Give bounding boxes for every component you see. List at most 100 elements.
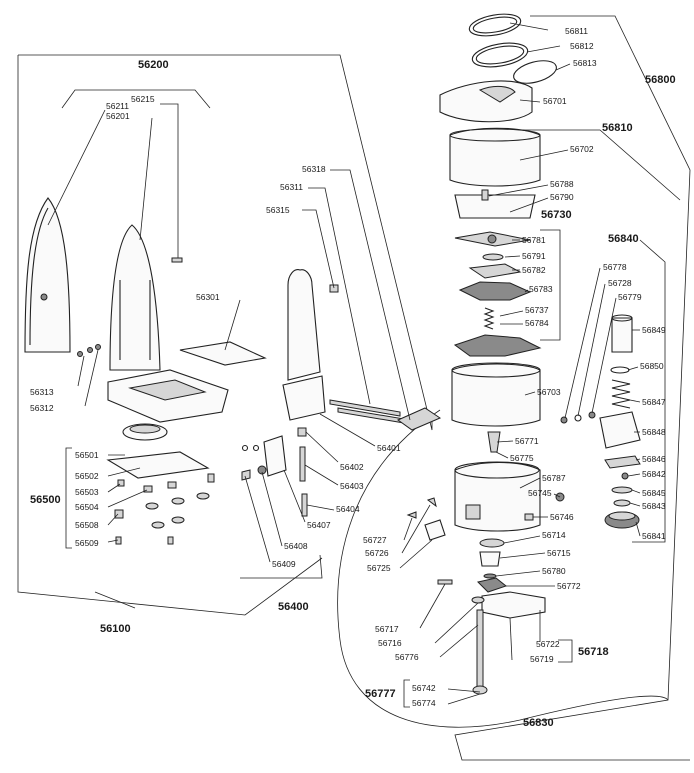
group-label-56730: 56730 (541, 209, 572, 221)
part-label-56845: 56845 (642, 488, 666, 498)
part-label-56788: 56788 (550, 179, 574, 189)
part-label-56315: 56315 (266, 205, 290, 215)
part-label-56841: 56841 (642, 531, 666, 541)
part-label-56725: 56725 (367, 563, 391, 573)
part-label-56813: 56813 (573, 58, 597, 68)
part-label-56501: 56501 (75, 450, 99, 460)
part-label-56776: 56776 (395, 652, 419, 662)
part-label-56211: 56211 (106, 101, 129, 111)
part-label-56779: 56779 (618, 292, 642, 302)
part-label-56401: 56401 (377, 443, 401, 453)
group-label-56100: 56100 (100, 623, 131, 635)
leader-lines (47, 22, 641, 705)
part-56776-rod (476, 609, 484, 691)
part-label-56746: 56746 (550, 512, 574, 522)
part-label-56201: 56201 (106, 111, 130, 121)
part-label-56318: 56318 (302, 164, 326, 174)
part-labels: 56811 56812 56813 56701 56702 56788 5679… (30, 26, 666, 708)
part-label-56402: 56402 (340, 462, 364, 472)
group-label-56810: 56810 (602, 122, 633, 134)
part-56772-gear (477, 577, 508, 593)
part-56812-seal (471, 42, 529, 68)
group-label-56200: 56200 (138, 59, 169, 71)
part-label-56408: 56408 (284, 541, 308, 551)
part-label-56509: 56509 (75, 538, 99, 548)
group-labels: 56200 56800 56810 56730 56840 56500 5610… (30, 59, 676, 729)
part-56813-disc (513, 60, 557, 84)
part-label-56742: 56742 (412, 683, 436, 693)
part-label-56775: 56775 (510, 453, 534, 463)
part-label-56722: 56722 (536, 639, 560, 649)
part-56811-ring (468, 13, 522, 37)
part-label-56846: 56846 (642, 454, 666, 464)
part-label-56784: 56784 (525, 318, 549, 328)
group-label-56777: 56777 (365, 688, 396, 700)
part-label-56790: 56790 (550, 192, 574, 202)
part-56783-cutter (458, 281, 532, 301)
part-label-56503: 56503 (75, 487, 99, 497)
group-label-56830: 56830 (523, 717, 554, 729)
part-label-56407: 56407 (307, 520, 331, 530)
group-label-56718: 56718 (578, 646, 609, 658)
part-label-56772: 56772 (557, 581, 581, 591)
part-label-56717: 56717 (375, 624, 399, 634)
part-label-56787: 56787 (542, 473, 566, 483)
part-label-56849: 56849 (642, 325, 666, 335)
part-56701-lid (439, 80, 533, 123)
part-56847-spring (611, 379, 631, 409)
part-label-56811: 56811 (565, 26, 588, 36)
part-label-56311: 56311 (280, 182, 303, 192)
part-label-56701: 56701 (543, 96, 567, 106)
part-label-56727: 56727 (363, 535, 387, 545)
part-label-56719: 56719 (530, 654, 554, 664)
part-label-56403: 56403 (340, 481, 364, 491)
part-56201-column (109, 224, 161, 371)
part-56737-spring (483, 307, 495, 330)
part-label-56780: 56780 (542, 566, 566, 576)
part-label-56778: 56778 (603, 262, 627, 272)
part-label-56703: 56703 (537, 387, 561, 397)
part-56211-shell (24, 197, 71, 353)
part-label-56850: 56850 (640, 361, 664, 371)
part-label-56715: 56715 (547, 548, 571, 558)
part-shapes (24, 13, 641, 695)
part-56849-cylinder (611, 317, 633, 353)
part-label-56848: 56848 (642, 427, 666, 437)
part-label-56301: 56301 (196, 292, 220, 302)
group-boundaries (17, 15, 691, 761)
group-label-56400: 56400 (278, 601, 309, 613)
part-label-56782: 56782 (522, 265, 546, 275)
part-label-56774: 56774 (412, 698, 436, 708)
part-label-56812: 56812 (570, 41, 594, 51)
part-56790-basket (454, 194, 536, 219)
part-label-56502: 56502 (75, 471, 99, 481)
group-label-56800: 56800 (645, 74, 676, 86)
part-56401-tower (287, 269, 321, 381)
group-label-56500: 56500 (30, 494, 61, 506)
part-label-56313: 56313 (30, 387, 54, 397)
part-label-56312: 56312 (30, 403, 54, 413)
part-label-56702: 56702 (570, 144, 594, 154)
part-label-56783: 56783 (529, 284, 553, 294)
part-label-56409: 56409 (272, 559, 296, 569)
part-label-56771: 56771 (515, 436, 539, 446)
part-label-56404: 56404 (336, 504, 360, 514)
part-56502-plate (106, 451, 210, 479)
part-label-56728: 56728 (608, 278, 632, 288)
part-label-56847: 56847 (642, 397, 666, 407)
part-label-56508: 56508 (75, 520, 99, 530)
part-label-56843: 56843 (642, 501, 666, 511)
part-label-56737: 56737 (525, 305, 549, 315)
part-label-56745: 56745 (528, 488, 552, 498)
part-label-56842: 56842 (642, 469, 666, 479)
part-label-56716: 56716 (378, 638, 402, 648)
part-label-56215: 56215 (131, 94, 155, 104)
part-label-56791: 56791 (522, 251, 546, 261)
part-56702-cup (449, 127, 541, 187)
part-label-56714: 56714 (542, 530, 566, 540)
part-label-56781: 56781 (522, 235, 546, 245)
part-56703-housing (451, 363, 541, 427)
part-56722-motor (481, 591, 546, 619)
part-56848-block (599, 411, 641, 449)
